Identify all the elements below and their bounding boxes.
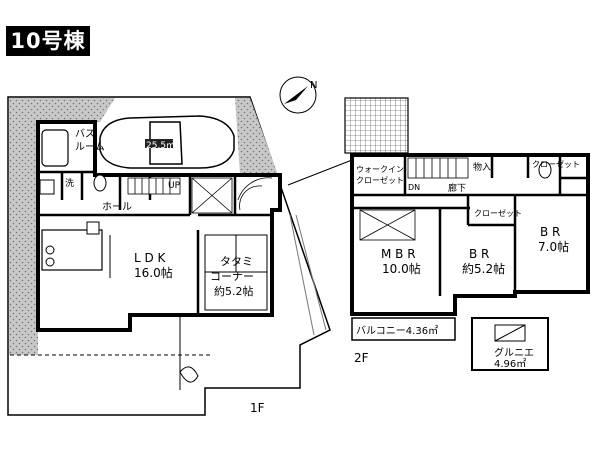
loft-box	[471, 317, 549, 371]
gravel-right	[235, 98, 278, 175]
br1-size: 約5.2帖	[462, 261, 505, 276]
north-arrow-icon: N	[279, 76, 317, 114]
second-floor-label: 2F	[354, 351, 369, 365]
roof-block	[344, 97, 409, 154]
mbr-size: 10.0帖	[382, 261, 421, 276]
balcony-label: バルコニー4.36㎡	[356, 325, 438, 337]
walkin-label-2: クローゼット	[356, 175, 404, 185]
bath-label-1: バス	[75, 128, 95, 140]
ldk-size: 16.0帖	[134, 265, 173, 280]
car-icon	[99, 115, 235, 169]
gravel-top	[38, 98, 115, 122]
tatami-label-2: コーナー	[210, 270, 254, 283]
house-outline-1f	[36, 120, 282, 332]
hall-label: ホール	[102, 201, 132, 213]
closet-top-label: クローゼット	[532, 159, 580, 169]
closet-mid-label: クローゼット	[474, 208, 522, 218]
storage-label: 物入	[473, 161, 491, 173]
first-floor-label: 1F	[250, 401, 265, 415]
br1-label: B R	[469, 247, 489, 261]
washroom-label: 洗	[65, 177, 74, 189]
loft-size: 4.96㎡	[494, 358, 526, 370]
tatami-size: 約5.2帖	[214, 284, 254, 298]
br2-label: B R	[540, 225, 560, 239]
balcony-box	[351, 317, 456, 341]
br2-size: 7.0帖	[538, 239, 569, 254]
dn-label: DN	[408, 183, 420, 192]
second-floor-plan: ウォークイン クローゼット DN 廊下 物入 クローゼット クローゼット M B…	[287, 97, 590, 371]
mbr-label: M B R	[381, 247, 416, 261]
tatami-label-1: タタミ	[220, 255, 253, 268]
corridor-label: 廊下	[448, 182, 466, 194]
building-number-badge: 10号棟	[6, 26, 90, 56]
walkin-label-1: ウォークイン	[356, 165, 404, 174]
parking-area-label: 25.5㎡	[146, 140, 175, 151]
gravel-left	[9, 98, 38, 355]
up-label: UP	[168, 181, 181, 191]
bath-label-2: ルーム	[75, 141, 105, 153]
first-floor-plan: バス ルーム 洗 ホール UP L D K 16.0帖 タタミ コーナー 約5.…	[7, 96, 331, 416]
ldk-label: L D K	[134, 251, 167, 265]
loft-label: グルニエ	[494, 346, 534, 359]
north-label: N	[310, 80, 317, 91]
